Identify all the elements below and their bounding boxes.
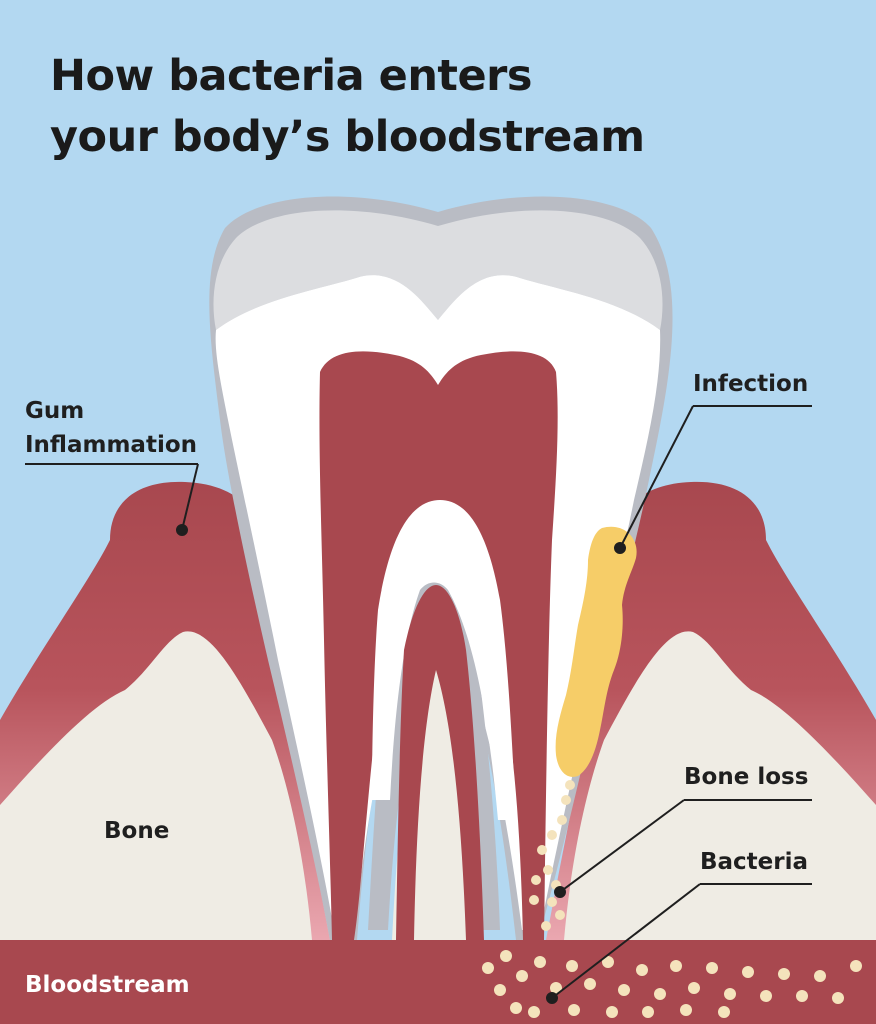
title-line-1: How bacteria enters	[50, 51, 532, 101]
infection-pocket	[555, 526, 637, 777]
bone-left	[0, 631, 312, 940]
label-gum-line-1: Gum	[25, 398, 85, 424]
tooth-enamel-top	[213, 210, 663, 330]
label-bacteria: Bacteria	[700, 849, 809, 875]
label-gum-line-2: Inflammation	[25, 432, 198, 458]
bone-right	[564, 631, 876, 940]
label-bone: Bone	[104, 818, 170, 844]
pulp-gap	[372, 500, 516, 820]
bloodstream-band	[0, 940, 876, 1024]
leader-lines	[25, 405, 812, 1004]
bacteria-particles	[482, 780, 862, 1018]
page-title: How bacteria enters your body’s bloodstr…	[50, 46, 690, 168]
label-bone-loss: Bone loss	[684, 764, 809, 790]
label-bloodstream: Bloodstream	[25, 972, 190, 998]
title-line-2: your body’s bloodstream	[50, 112, 645, 162]
tooth-pulp	[319, 351, 558, 940]
pulp-inner-root	[396, 585, 484, 940]
label-infection: Infection	[693, 371, 809, 397]
label-gum-inflammation: Gum Inflammation	[25, 394, 197, 462]
